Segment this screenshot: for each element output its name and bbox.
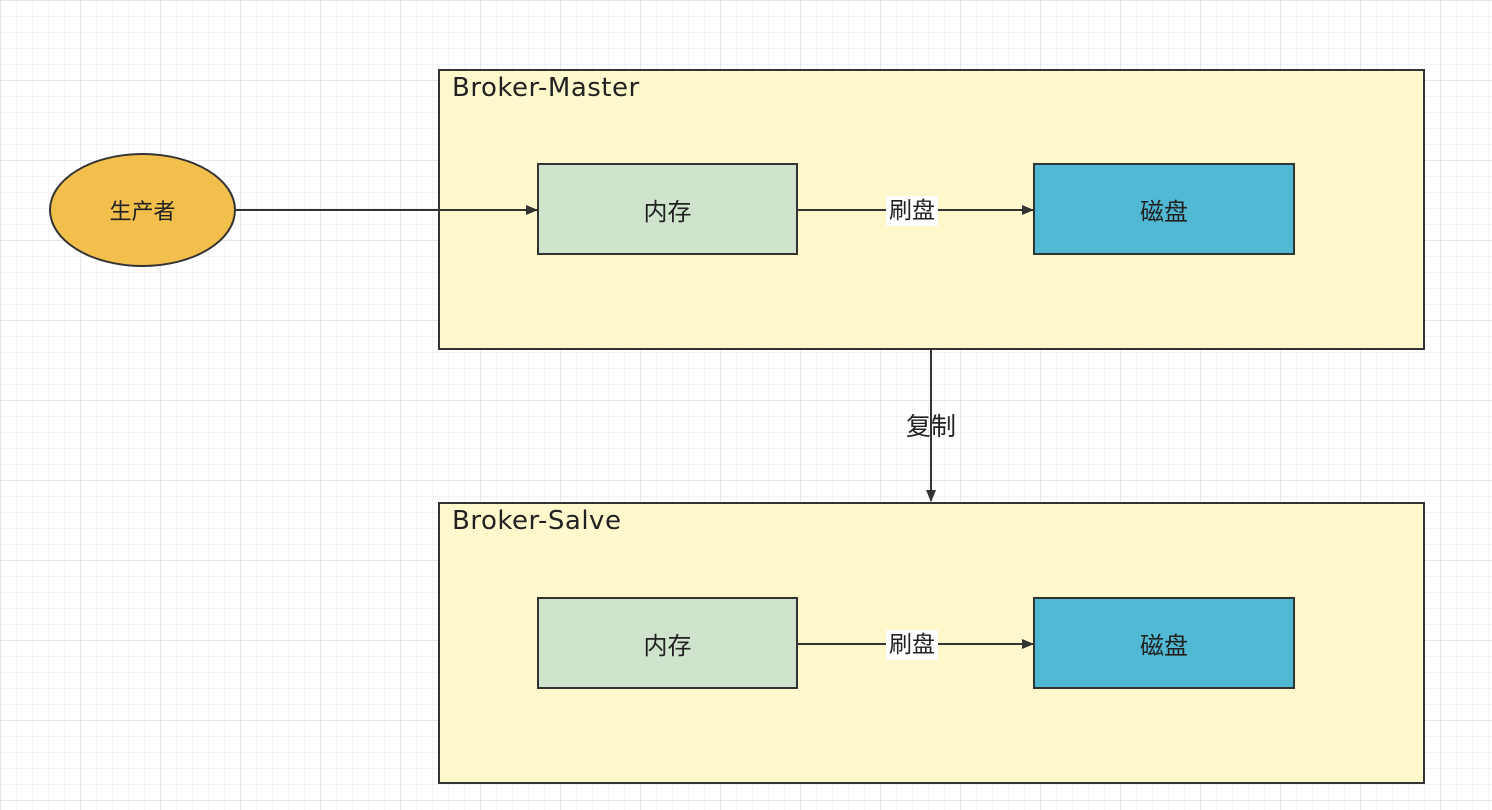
slave-flush-label: 刷盘 [886,630,938,660]
master-memory-label: 内存 [643,197,692,226]
slave-disk-label: 磁盘 [1140,631,1188,660]
slave-disk-box: 磁盘 [1033,597,1295,689]
replicate-label: 复制 [906,412,957,441]
producer-label: 生产者 [109,200,176,225]
master-disk-box: 磁盘 [1033,163,1295,255]
master-flush-label: 刷盘 [886,196,938,226]
master-disk-label: 磁盘 [1140,197,1188,226]
broker-slave-title: Broker-Salve [452,506,622,536]
slave-memory-box: 内存 [537,597,798,689]
broker-master-title: Broker-Master [452,73,640,103]
producer-node: 生产者 [49,153,236,267]
master-memory-box: 内存 [537,163,798,255]
slave-memory-label: 内存 [643,631,692,660]
